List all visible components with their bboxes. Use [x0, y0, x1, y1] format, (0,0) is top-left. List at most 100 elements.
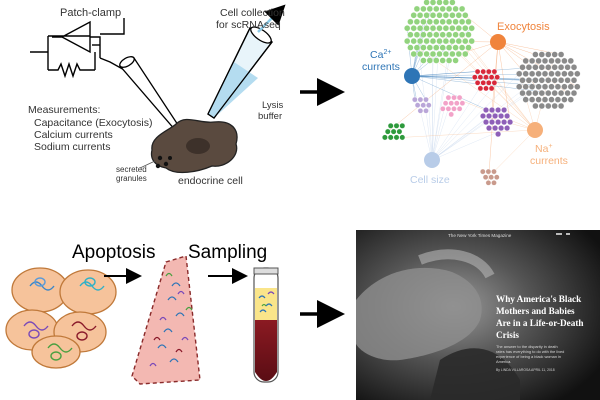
na-currents-label-2: currents [530, 155, 568, 167]
cell-dot [480, 80, 487, 86]
cell-dot [423, 50, 430, 58]
cell-dot [492, 112, 499, 119]
photo-finger-shape [418, 249, 495, 279]
cell-dot [538, 77, 545, 84]
cell-dot [413, 44, 421, 51]
cell-dot [439, 31, 446, 38]
network-edge [431, 28, 440, 161]
cell-dot [410, 50, 417, 58]
cell-dot [483, 106, 490, 113]
cell-dot [545, 51, 552, 58]
cell-dot [426, 31, 433, 38]
cell-dot [574, 70, 581, 78]
cell-dot [532, 102, 539, 110]
cell-dot [413, 5, 421, 13]
cell-dot [439, 57, 446, 64]
cell-dot [567, 96, 574, 103]
cell-dot [433, 57, 440, 64]
cell-dot [548, 83, 555, 90]
cell-dot [433, 44, 440, 51]
cell-dot [567, 83, 574, 90]
cell-dot [458, 5, 466, 13]
cell-dot [532, 77, 539, 84]
cell-dot [436, 37, 443, 45]
measurements-title: Measurements: [28, 104, 100, 116]
cell-dot [429, 50, 437, 58]
magazine-panel: The New York Times Magazine Why America'… [356, 230, 600, 400]
cell-size-label: Cell size [410, 174, 450, 186]
cell-dot [485, 68, 492, 75]
cell-dot [462, 50, 469, 58]
subhead-line-3: experience of being a black woman in [496, 354, 561, 359]
cell-dot [519, 77, 526, 84]
cell-dot [423, 96, 429, 103]
magazine-masthead: The New York Times Magazine [448, 233, 512, 238]
cell-dot [551, 64, 558, 71]
cell-dot [416, 37, 424, 45]
cell-dot [504, 125, 511, 132]
cell-dot [465, 31, 472, 38]
cell-dot [442, 100, 449, 106]
cell-dot [538, 64, 545, 71]
cell-dot [416, 50, 424, 58]
cell-dot [491, 179, 497, 186]
cell-dot [433, 5, 440, 13]
headline-line-1: Why America's Black [496, 294, 582, 304]
cell-dot [561, 57, 568, 65]
cell-dot [420, 5, 427, 13]
cell-dot [445, 5, 453, 13]
cell-dot [535, 70, 542, 78]
cluster-lavender [411, 96, 432, 114]
cell-dot [498, 125, 505, 132]
subhead-line-4: America. [496, 359, 511, 364]
cell-dot [557, 77, 565, 84]
apoptosis-panel: Apoptosis Sampling [5, 242, 279, 385]
cell-dot [459, 100, 466, 106]
cell-dot [491, 68, 498, 75]
cell-dot [485, 179, 492, 186]
apoptosis-label: Apoptosis [72, 242, 155, 263]
cell-dot [452, 18, 459, 25]
share-icon [566, 233, 570, 235]
cell-dot [425, 102, 432, 108]
cell-dot [423, 12, 430, 19]
exocytosis-label: Exocytosis [497, 21, 550, 33]
cell-dot [410, 37, 417, 45]
network-edge [497, 41, 511, 123]
cell-dot [423, 0, 430, 6]
cell-dot [570, 89, 578, 97]
ca-currents-node [404, 68, 420, 84]
cell-dot [486, 125, 493, 132]
cluster-green-light [404, 0, 475, 64]
cell-dot [452, 31, 459, 38]
cell-dot [554, 70, 562, 78]
subhead-line-2: rates has everything to do with the live… [496, 349, 564, 354]
cell-dot [439, 106, 446, 112]
headline-line-4: Crisis [496, 330, 519, 340]
cell-dot [498, 112, 505, 119]
network-edge [411, 75, 523, 81]
cell-dot [452, 44, 459, 51]
cell-dot [570, 77, 578, 84]
cell-dot [477, 85, 484, 92]
cell-dot [384, 128, 391, 135]
cell-dot [420, 102, 427, 108]
cell-dot [483, 119, 490, 126]
cell-dot [538, 51, 545, 58]
cell-dot [488, 74, 495, 80]
cell-dot [420, 57, 427, 64]
collection-pipette-icon [207, 4, 286, 119]
cell-dot [494, 74, 501, 80]
network-edge [431, 109, 499, 161]
ca-currents-label: Ca2+ [370, 49, 391, 61]
cell-dot [557, 102, 565, 110]
cell-dot [532, 51, 539, 58]
cell-dot [442, 50, 450, 58]
cell-dot [545, 89, 552, 97]
cell-dot [522, 57, 529, 65]
headline-block: Why America's Black Mothers and Babies A… [496, 294, 584, 340]
patch-clamp-label: Patch-clamp [60, 7, 121, 19]
cell-dot [413, 18, 421, 25]
cell-dot [445, 44, 453, 51]
cell-dot [535, 83, 542, 90]
